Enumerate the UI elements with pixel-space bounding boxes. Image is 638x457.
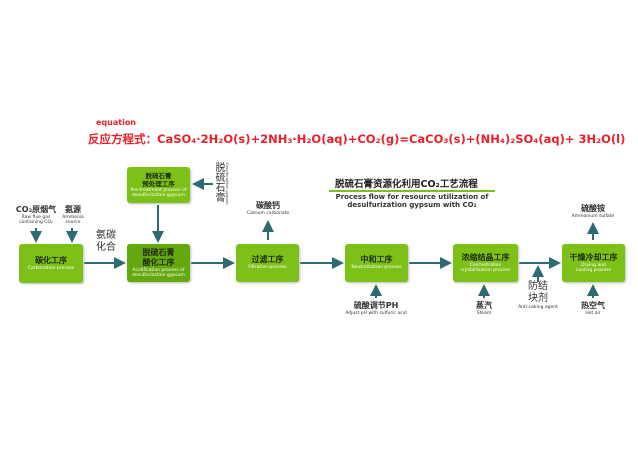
label-en: Ammonium sulfate — [571, 214, 615, 219]
box-label: 中和工序 — [360, 255, 393, 265]
label-line: 氨碳 — [96, 230, 116, 241]
box-label: 过滤工序 — [251, 255, 284, 265]
diagram-title: 脱硫石膏资源化利用CO₂工艺流程 — [335, 179, 478, 190]
box-sublabel: Drying and — [581, 262, 606, 268]
diagram-subtitle: Process flow for resource utilization of… — [329, 193, 495, 209]
box-sublabel: cooling process — [576, 268, 611, 273]
box-sublabel: desulfurization gypsum — [132, 193, 185, 198]
box-sublabel: Pre-treatment process of — [130, 187, 187, 193]
label-en: Hot air — [585, 311, 601, 316]
label-en: Anti-caking agent — [518, 305, 558, 310]
label-cn: CO₂原烟气 — [15, 205, 57, 214]
title-underline — [329, 190, 495, 192]
box-sublabel: Filtration process — [248, 265, 287, 271]
box-sublabel: Concentration — [469, 262, 502, 268]
subtitle-line1: Process flow for resource utilization of — [335, 193, 489, 201]
box-label: 酸化工序 — [142, 257, 175, 267]
label-line: 防结 — [528, 281, 548, 292]
label-en: Ammonia — [62, 215, 84, 220]
box-label: 脱硫石膏 — [142, 247, 175, 257]
box-sublabel: Acidification process of — [132, 267, 185, 273]
box-sublabel: Carbonation process — [27, 265, 75, 271]
label-cn: 碳酸钙 — [256, 201, 280, 210]
label-ammonia-carbon: 氨碳化合 — [92, 230, 120, 254]
input-gypsum-en: Desulfurization gypsum — [225, 163, 229, 205]
box-label: 碳化工序 — [35, 255, 67, 265]
label-cn: 热空气 — [581, 301, 605, 310]
box-label: 干燥冷却工序 — [569, 252, 618, 262]
box-sublabel: crystallization process — [460, 268, 511, 273]
box-label: 预处理工序 — [142, 179, 175, 188]
label-en: Calcium carbonate — [246, 211, 290, 216]
label-cn: 硫酸铵 — [581, 204, 605, 213]
label-en: Steam — [476, 311, 492, 316]
label-en: Adjust pH with sulfuric acid — [345, 311, 407, 316]
label-line: 块剂 — [528, 293, 548, 304]
box-label: 浓缩结晶工序 — [461, 252, 510, 262]
label-en: Raw flue gas — [21, 215, 51, 220]
subtitle-line2: desulfurization gypsum with CO₂ — [347, 201, 477, 209]
label-en: containing CO₂ — [19, 220, 53, 225]
input-gypsum: 脱硫石膏 — [213, 162, 224, 202]
label-cn: 硫酸调节PH — [353, 301, 399, 310]
label-cn: 氨源 — [65, 205, 81, 214]
label-line: 化合 — [96, 242, 116, 253]
box-sublabel: desulfurization gypsum — [132, 273, 185, 278]
label-en: source — [65, 220, 81, 225]
box-sublabel: Neutralization process — [351, 265, 402, 271]
label-cn: 蒸汽 — [476, 301, 492, 310]
equation-prefix: 反应方程式： — [88, 132, 157, 146]
box-label: 脱硫石膏 — [145, 171, 172, 180]
equation-formula: CaSO₄·2H₂O(s)+2NH₃·H₂O(aq)+CO₂(g)=CaCO₃(… — [157, 132, 626, 146]
equation-label: equation — [96, 118, 137, 127]
equation: 反应方程式：CaSO₄·2H₂O(s)+2NH₃·H₂O(aq)+CO₂(g)=… — [88, 131, 625, 147]
